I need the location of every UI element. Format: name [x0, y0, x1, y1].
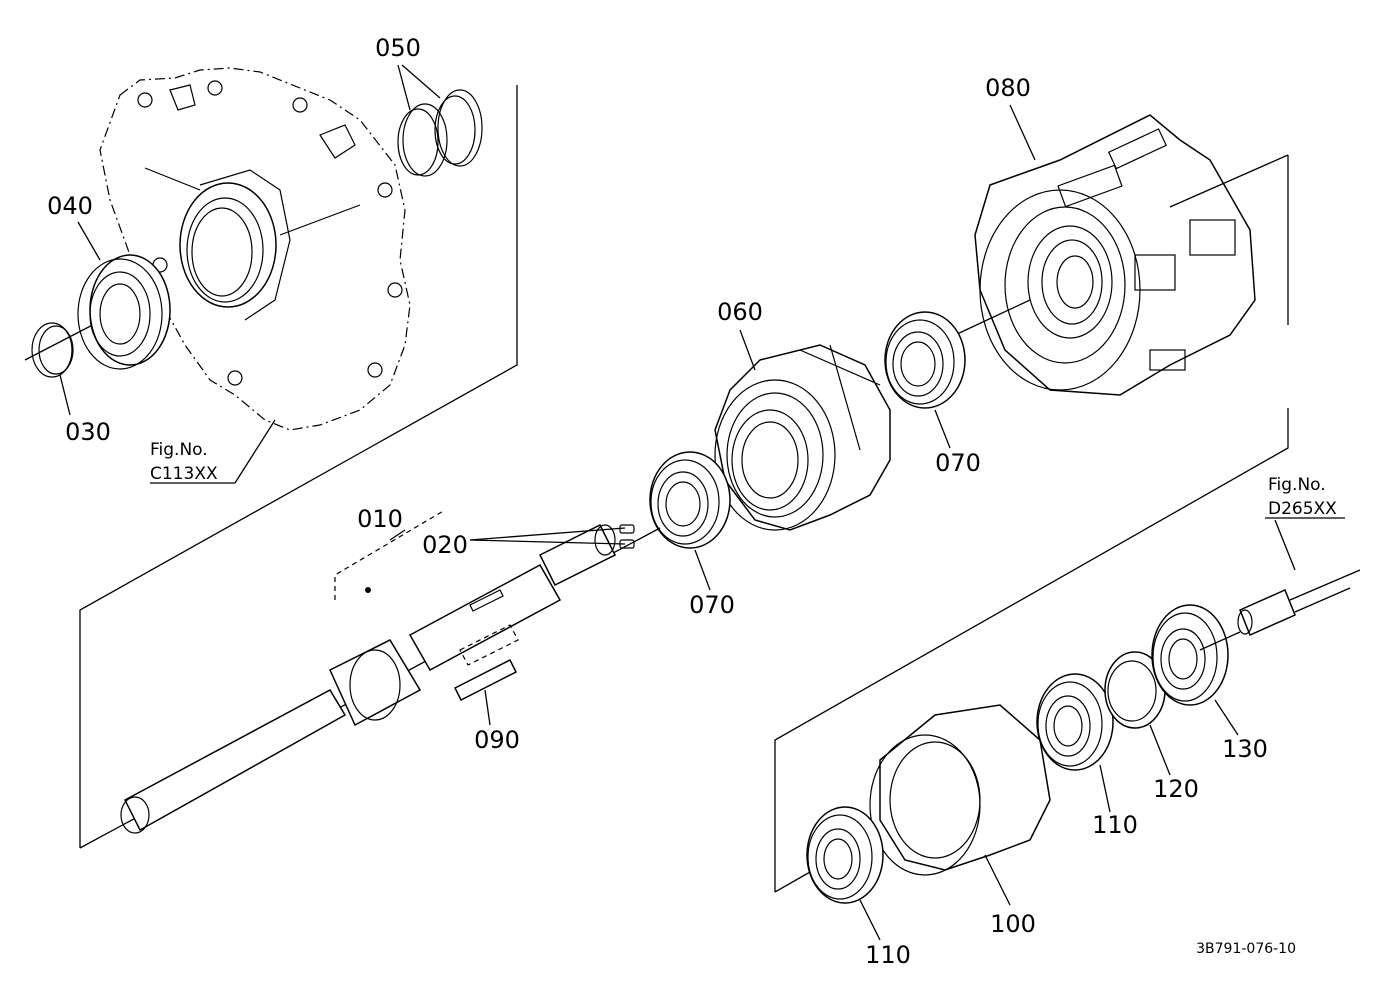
callout-110-lower: 110	[865, 941, 911, 969]
leader-lines	[59, 64, 1345, 941]
callout-070-lower: 070	[689, 591, 735, 619]
gear-060	[714, 344, 891, 531]
bearing-130	[1151, 604, 1229, 706]
callout-020: 020	[422, 531, 468, 559]
rings-050	[397, 89, 483, 177]
figure-ref-d265xx[interactable]: Fig.No. D265XX	[1268, 475, 1337, 519]
key-090	[453, 658, 518, 702]
callout-030: 030	[65, 418, 111, 446]
callout-070-upper: 070	[935, 449, 981, 477]
bearing-070-lower	[599, 451, 731, 561]
bearing-070-upper	[884, 311, 966, 409]
callout-080: 080	[985, 74, 1031, 102]
callout-090: 090	[474, 726, 520, 754]
drawing-code: 3B791-076-10	[1196, 941, 1296, 957]
figure-ref-code: C113XX	[150, 464, 218, 484]
shaft-010	[120, 509, 617, 834]
gear-hub-100	[869, 704, 1051, 876]
figure-ref-title: Fig.No.	[150, 440, 208, 460]
callout-050: 050	[375, 34, 421, 62]
callout-100: 100	[990, 910, 1036, 938]
callout-130: 130	[1222, 735, 1268, 763]
ring-120	[1104, 651, 1166, 729]
callout-040: 040	[47, 192, 93, 220]
bearing-040	[77, 254, 171, 370]
bearing-110-upper	[1036, 673, 1114, 771]
group-frame-right	[774, 155, 1289, 893]
spline-shaft-d265	[1199, 569, 1361, 651]
callout-010: 010	[357, 505, 403, 533]
figure-ref-title: Fig.No.	[1268, 475, 1326, 495]
bearing-110-lower	[806, 806, 884, 904]
clutch-drum-080	[954, 114, 1289, 396]
figure-ref-c113xx[interactable]: Fig.No. C113XX	[150, 440, 218, 484]
callout-060: 060	[717, 298, 763, 326]
callout-120: 120	[1153, 775, 1199, 803]
callout-110-upper: 110	[1092, 811, 1138, 839]
figure-ref-code: D265XX	[1268, 499, 1337, 519]
housing-outline	[99, 67, 411, 431]
